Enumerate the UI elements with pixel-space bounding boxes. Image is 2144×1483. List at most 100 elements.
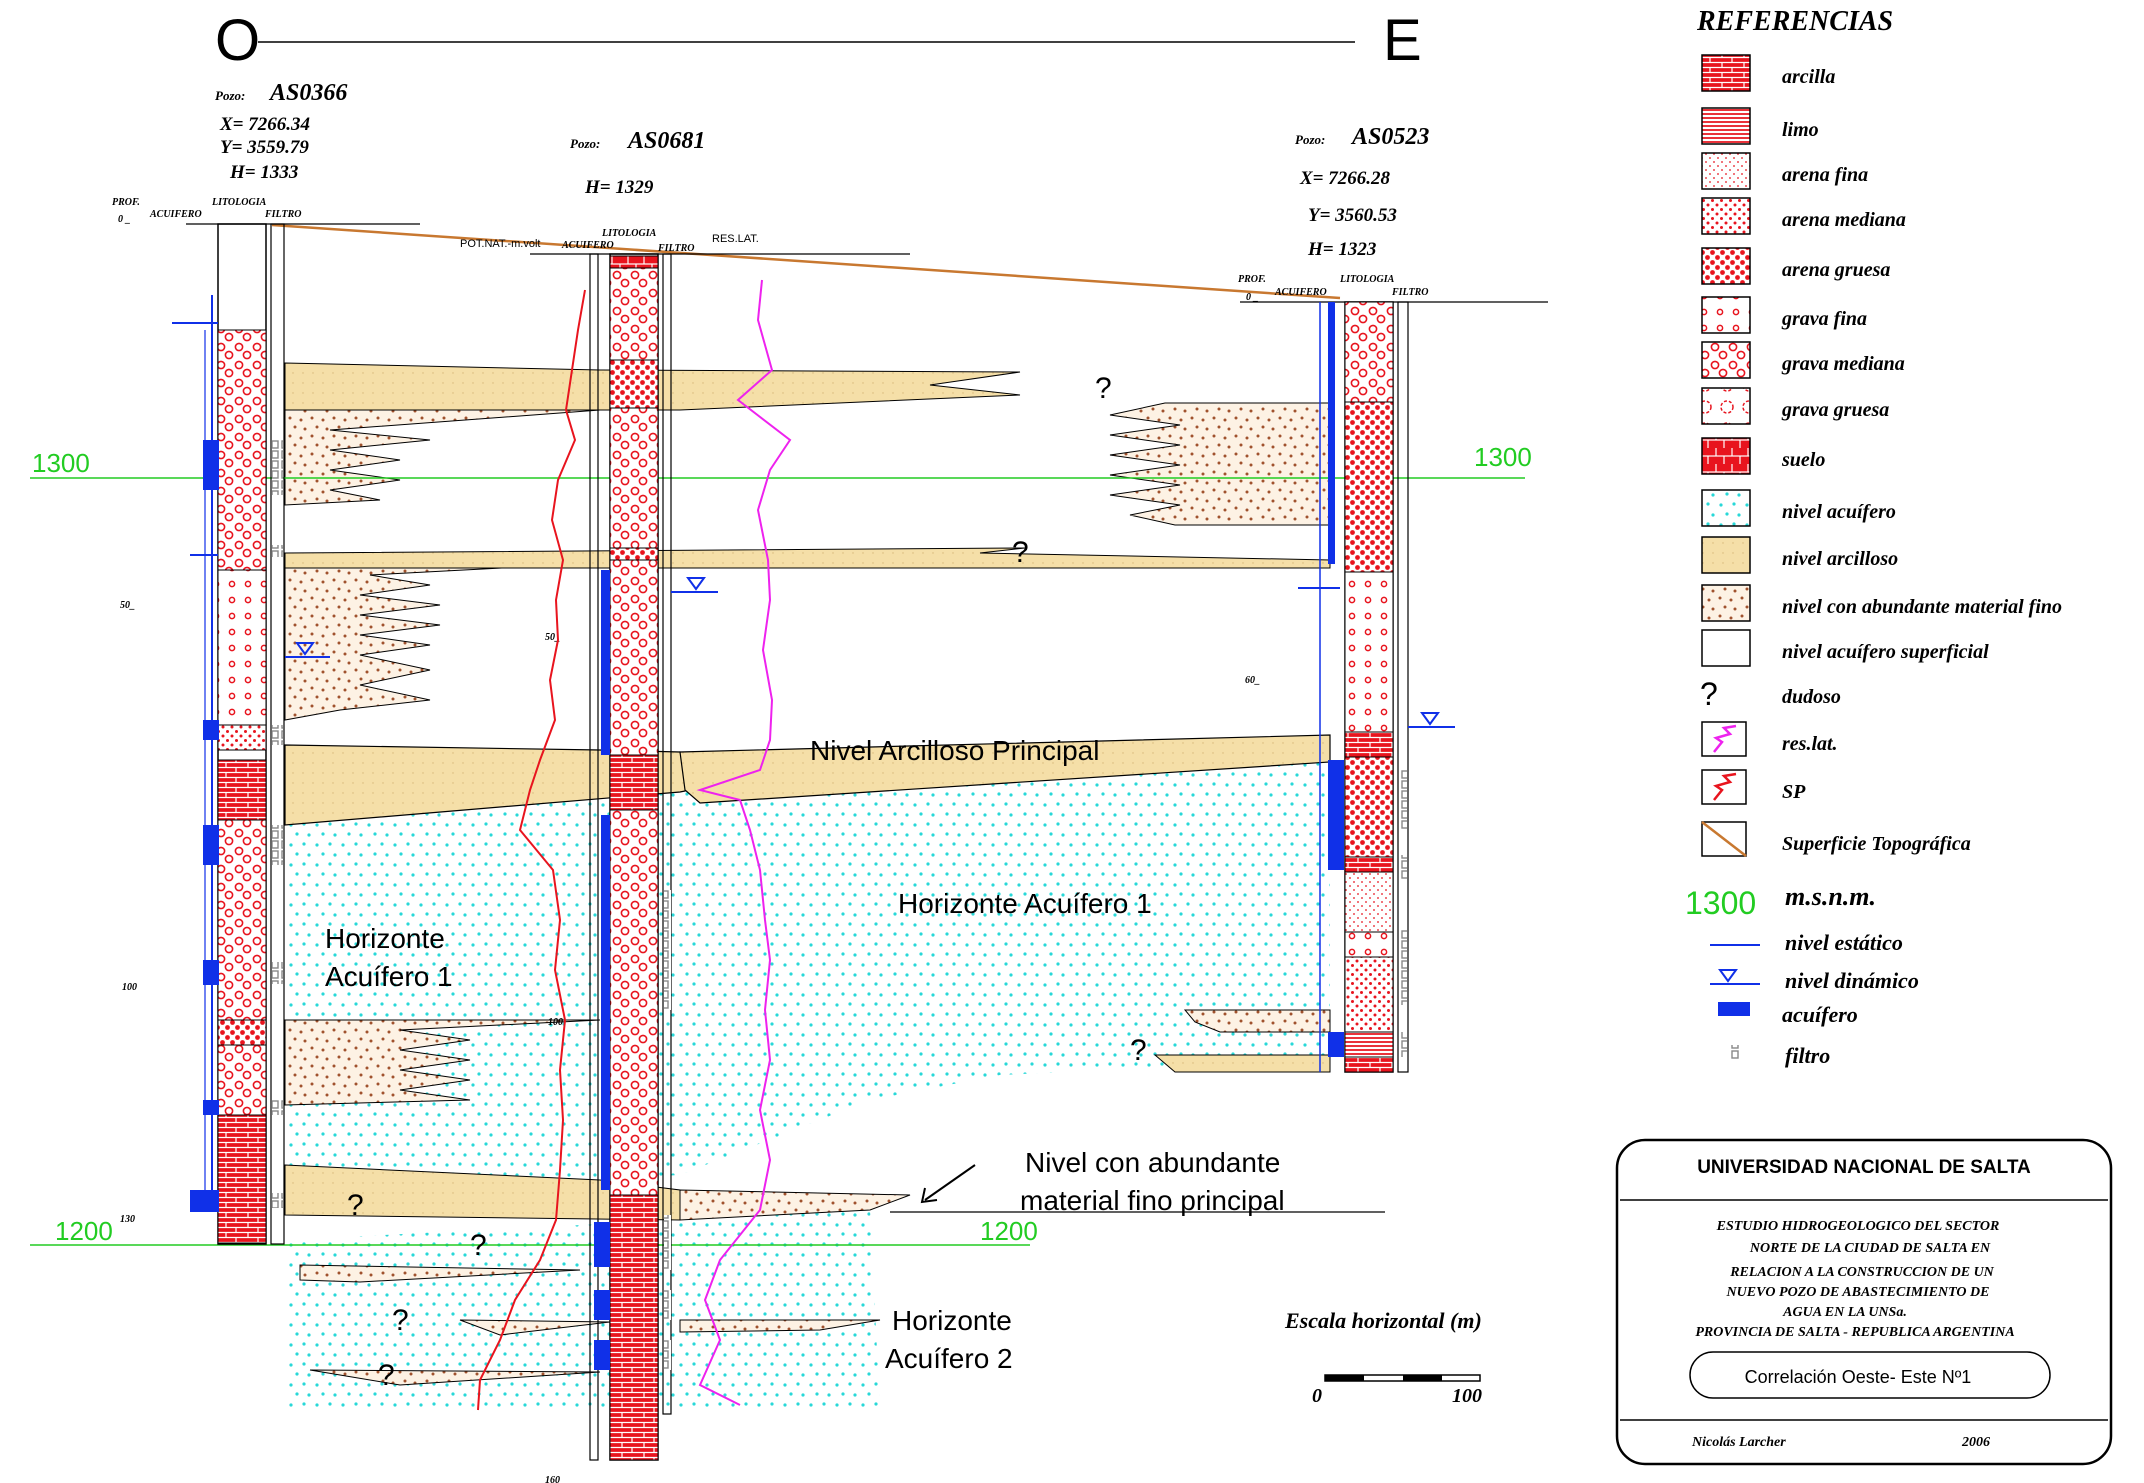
- question-mark: ?: [1130, 1034, 1147, 1067]
- question-mark: ?: [378, 1359, 395, 1392]
- well-3-litologia-header: LITOLOGIA: [1339, 274, 1395, 285]
- well-3-filtro-header: FILTRO: [1391, 287, 1429, 298]
- deep-fine-lens-4: [309, 1369, 601, 1386]
- well-1-name: AS0366: [268, 80, 347, 106]
- horizon-1-center-label: Horizonte Acuífero 1: [898, 888, 1152, 919]
- legend-item-label: Superficie Topográfica: [1782, 833, 1971, 855]
- horizon-1-west-line1: Horizonte: [325, 923, 445, 954]
- study-line-4: NUEVO POZO DE ABASTECIMIENTO DE: [1726, 1285, 1990, 1300]
- question-mark-icon: ?: [1700, 676, 1718, 712]
- deep-fine-lens-3: [679, 1319, 881, 1333]
- legend-item-label: nivel acuífero superficial: [1782, 641, 1989, 663]
- well-2-res-lat: RES.LAT.: [712, 233, 759, 245]
- legend-item-label: grava mediana: [1781, 353, 1905, 375]
- well-2-depth-100: 100: [548, 1017, 563, 1028]
- question-mark: ?: [470, 1229, 487, 1262]
- topographic-surface-icon: [1701, 821, 1747, 857]
- lower-fine-level-west: [284, 1019, 601, 1106]
- elevation-label-1300-right: 1300: [1474, 442, 1532, 472]
- well-as0523: Pozo: AS0523 X= 7266.28 Y= 3560.53 H= 13…: [1238, 124, 1548, 1073]
- legend-item-label: grava fina: [1781, 308, 1867, 330]
- study-line-3: RELACION A LA CONSTRUCCION DE UN: [1729, 1265, 1994, 1280]
- elevation-label-1300-left: 1300: [32, 448, 90, 478]
- shallow-aquifer-box-icon: [1701, 629, 1751, 667]
- legend-item-label: SP: [1782, 781, 1806, 803]
- aquifer-level-pattern-icon: [1701, 489, 1751, 527]
- fine-material-level-label-2: material fino principal: [1020, 1185, 1285, 1216]
- elevation-label-1200-right: 1200: [980, 1216, 1038, 1246]
- legend-item-label: nivel con abundante material fino: [1782, 596, 2062, 618]
- well-3-prof-header: PROF.: [1238, 274, 1266, 285]
- well-1-pozo-label: Pozo:: [215, 88, 245, 103]
- study-line-1: ESTUDIO HIDROGEOLOGICO DEL SECTOR: [1716, 1219, 2000, 1234]
- scale-max: 100: [1452, 1385, 1482, 1407]
- lower-clay-level: [284, 1164, 681, 1221]
- legend-filter-label: filtro: [1785, 1043, 1830, 1068]
- horizon-2-label-1: Horizonte: [892, 1305, 1012, 1336]
- horizontal-scale: Escala horizontal (m) 0 100: [1284, 1308, 1482, 1407]
- sp-log-curve: [477, 289, 586, 1411]
- formations: [284, 362, 1331, 1410]
- well-3-acuifero-header: ACUIFERO: [1274, 287, 1327, 298]
- deep-fine-lens-1: [299, 1264, 581, 1283]
- well-1-depth-100: 100: [122, 982, 137, 993]
- correlation-label: Correlación Oeste- Este Nº1: [1745, 1367, 1972, 1387]
- legend-item-label: dudoso: [1782, 686, 1841, 708]
- well-3-x: X= 7266.28: [1299, 168, 1390, 189]
- medium-gravel-pattern-icon: [1701, 341, 1751, 379]
- coarse-sand-pattern-icon: [1701, 247, 1751, 285]
- coarse-gravel-pattern-icon: [1701, 387, 1751, 425]
- fine-gravel-pattern-icon: [1701, 296, 1751, 334]
- question-mark: ?: [347, 1189, 364, 1222]
- well-2-litologia-header: LITOLOGIA: [601, 228, 657, 239]
- clay-level-pattern-icon: [1701, 536, 1751, 574]
- elevation-label-1200-left: 1200: [55, 1216, 113, 1246]
- well-1-prof-header: PROF.: [112, 197, 140, 208]
- legend-msnm-label: m.s.n.m.: [1785, 882, 1876, 911]
- legend-item-label: arcilla: [1782, 66, 1835, 88]
- well-3-h: H= 1323: [1307, 239, 1376, 260]
- upper-fine-level-west: [284, 409, 601, 506]
- legend-item-label: arena mediana: [1782, 209, 1906, 231]
- legend-aquifer-label: acuífero: [1782, 1002, 1858, 1027]
- legend-item-label: limo: [1782, 119, 1819, 141]
- well-2-depth-50: 50_: [545, 632, 560, 643]
- well-1-depth-130: 130: [120, 1214, 135, 1225]
- question-mark: ?: [1012, 536, 1029, 569]
- filter-icon: [1731, 1045, 1739, 1060]
- fine-material-pointer-head: [920, 1187, 938, 1204]
- aquifer-horizon-1: [285, 762, 1330, 1195]
- well-3-pozo-label: Pozo:: [1295, 132, 1325, 147]
- aquifer-icon: [1718, 1002, 1750, 1016]
- west-label: O: [215, 8, 260, 73]
- well-1-zero: 0 _: [118, 214, 131, 225]
- well-1-acuifero-header: ACUIFERO: [149, 209, 202, 220]
- scale-title: Escala horizontal (m): [1284, 1308, 1482, 1333]
- title-block: UNIVERSIDAD NACIONAL DE SALTA ESTUDIO HI…: [1615, 1138, 2113, 1466]
- scale-zero: 0: [1312, 1385, 1322, 1407]
- well-as0681: Pozo: AS0681 H= 1329 POT.NAT.-m.volt LIT…: [460, 128, 910, 1483]
- well-2-pot-nat: POT.NAT.-m.volt: [460, 238, 540, 250]
- legend-item-label: suelo: [1781, 449, 1825, 471]
- well-2-h: H= 1329: [584, 177, 654, 198]
- east-thin-layer-b: [1153, 1054, 1331, 1073]
- horizon-2-label-2: Acuífero 2: [885, 1343, 1013, 1374]
- fine-material-level-label-1: Nivel con abundante: [1025, 1147, 1280, 1178]
- legend-item-label: grava gruesa: [1781, 399, 1889, 421]
- legend-item-label: arena fina: [1782, 164, 1868, 186]
- uncertain-markers: ? ? ? ? ? ? ?: [347, 372, 1147, 1392]
- svg-text:?: ?: [1700, 676, 1718, 712]
- author-name: Nicolás Larcher: [1691, 1435, 1786, 1450]
- res-lat-curve-icon: [1701, 721, 1747, 757]
- well-2-pozo-label: Pozo:: [570, 136, 600, 151]
- main-clay-level-east: [679, 734, 1331, 804]
- well-1-h: H= 1333: [229, 162, 298, 183]
- well-2-name: AS0681: [626, 128, 705, 154]
- fine-material-pointer: [924, 1164, 976, 1201]
- study-line-2: NORTE DE LA CIUDAD DE SALTA EN: [1749, 1241, 1991, 1256]
- university-name: UNIVERSIDAD NACIONAL DE SALTA: [1697, 1157, 2031, 1178]
- fine-sand-pattern-icon: [1701, 152, 1751, 190]
- res-lat-log-curve: [696, 279, 792, 1406]
